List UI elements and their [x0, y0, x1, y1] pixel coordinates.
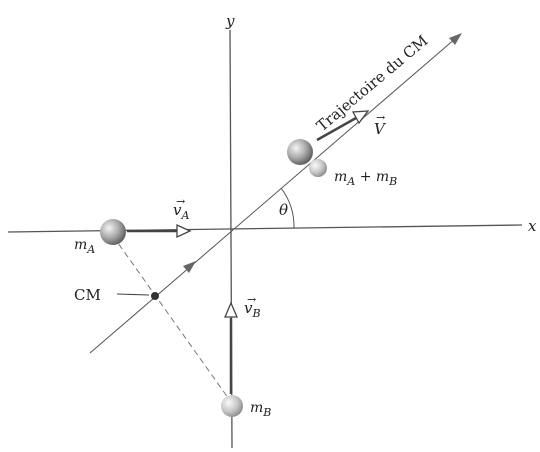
velocity-b-label: vB — [244, 299, 261, 320]
velocity-a-accent: → — [176, 195, 185, 208]
velocity-a-label: vA — [173, 201, 189, 222]
trajectory-mid-arrowhead — [183, 261, 196, 273]
dashed-connector — [112, 235, 232, 403]
velocity-combined-accent: → — [376, 111, 385, 124]
velocity-combined-arrowhead — [351, 110, 370, 125]
velocity-b-accent: → — [247, 293, 256, 306]
x-axis-label: x — [528, 217, 537, 235]
combined-particle-front — [287, 139, 313, 165]
angle-label: θ — [279, 201, 288, 219]
velocity-combined-label: V — [374, 120, 387, 138]
cm-label: CM — [74, 286, 101, 304]
mass-b-label: mB — [250, 400, 271, 419]
angle-arc — [280, 187, 295, 229]
velocity-a-arrowhead — [176, 223, 192, 239]
velocity-b-arrowhead — [224, 301, 238, 318]
combined-particle-back — [309, 159, 327, 177]
mass-a-label: mA — [74, 237, 95, 256]
trajectory-end-arrowhead — [449, 33, 462, 45]
trajectory-label: Trajectoire du CM — [313, 32, 432, 136]
particle-a — [100, 219, 126, 245]
y-axis-label: y — [225, 12, 235, 30]
x-axis — [7, 224, 523, 233]
particle-b — [221, 395, 243, 417]
cm-leader-line — [116, 293, 150, 296]
cm-point — [151, 292, 159, 300]
combined-mass-label: mA + mB — [334, 169, 397, 188]
cm-trajectory-line — [89, 37, 457, 354]
velocity-combined-arrow — [316, 116, 357, 142]
